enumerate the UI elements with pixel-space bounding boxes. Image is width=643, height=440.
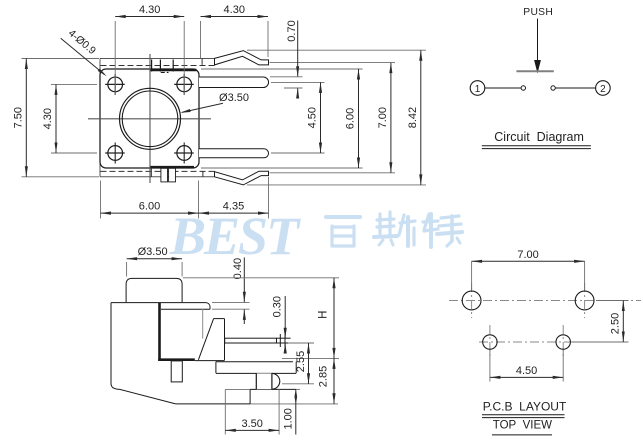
svg-text:4.50: 4.50: [307, 107, 319, 128]
svg-text:0.30: 0.30: [272, 296, 284, 317]
svg-text:Ø3.50: Ø3.50: [219, 92, 249, 104]
svg-text:2: 2: [600, 84, 606, 95]
svg-text:2.85: 2.85: [318, 366, 330, 387]
svg-text:Ø3.50: Ø3.50: [138, 246, 168, 258]
svg-text:4.30: 4.30: [224, 4, 245, 16]
svg-text:PUSH: PUSH: [523, 7, 553, 18]
svg-text:2.55: 2.55: [295, 351, 307, 372]
svg-text:8.42: 8.42: [407, 107, 419, 128]
svg-text:Circuit Diagram: Circuit Diagram: [494, 130, 584, 144]
svg-text:0.70: 0.70: [286, 20, 298, 41]
svg-text:1.00: 1.00: [283, 408, 295, 429]
svg-text:4.30: 4.30: [42, 108, 54, 129]
svg-text:6.00: 6.00: [345, 108, 357, 129]
svg-text:P.C.B LAYOUT: P.C.B LAYOUT: [483, 400, 567, 414]
svg-text:7.50: 7.50: [12, 107, 24, 128]
svg-text:4.35: 4.35: [223, 201, 244, 213]
svg-text:H: H: [318, 311, 330, 319]
svg-text:4.50: 4.50: [516, 365, 537, 377]
svg-text:1: 1: [475, 84, 481, 95]
svg-text:7.00: 7.00: [377, 107, 389, 128]
svg-text:BEST: BEST: [169, 206, 301, 266]
svg-text:4.30: 4.30: [139, 4, 160, 16]
svg-text:TOP VIEW: TOP VIEW: [493, 420, 552, 432]
svg-text:3.50: 3.50: [241, 418, 262, 430]
svg-text:2.50: 2.50: [609, 313, 621, 334]
svg-text:0.40: 0.40: [232, 258, 244, 279]
svg-text:7.00: 7.00: [517, 249, 538, 261]
svg-text:6.00: 6.00: [139, 201, 160, 213]
